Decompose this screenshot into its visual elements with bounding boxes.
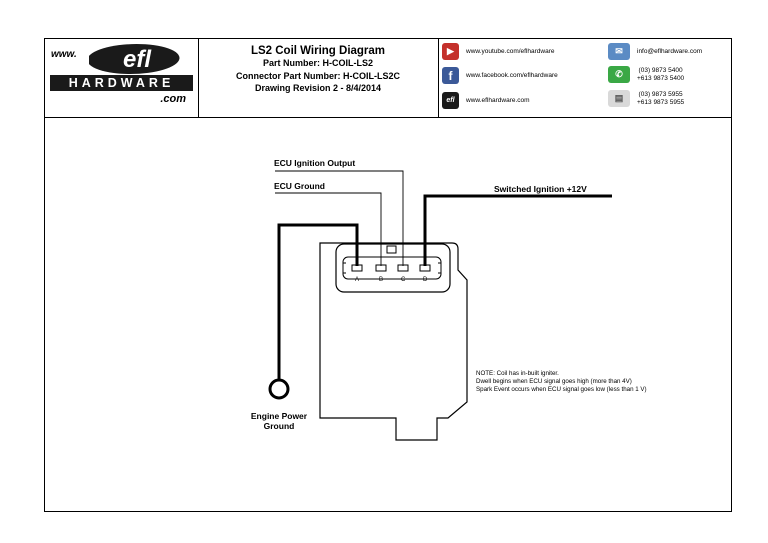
connector-part-number: Connector Part Number: H-COIL-LS2C <box>235 70 400 81</box>
wire-d-switched-ignition <box>423 194 612 266</box>
contact-cell: ▶ www.youtube.com/eflhardware f www.face… <box>438 39 731 117</box>
note-line-2: Dwell begins when ECU signal goes high (… <box>476 378 632 385</box>
note-line-1: NOTE: Coil has in-built igniter. <box>476 370 559 377</box>
phone-local: (03) 9873 5400 <box>638 66 683 74</box>
email-link[interactable]: info@eflhardware.com <box>637 48 703 55</box>
facebook-icon: f <box>442 67 459 84</box>
label-ecu-ignition-output: ECU Ignition Output <box>274 158 356 168</box>
youtube-icon: ▶ <box>442 43 459 60</box>
phone-row: ✆ (03) 9873 5400 +613 9873 5400 <box>608 66 684 83</box>
youtube-link[interactable]: www.youtube.com/eflhardware <box>466 48 555 55</box>
website-link[interactable]: www.eflhardware.com <box>466 97 530 104</box>
label-ecu-ground: ECU Ground <box>274 181 325 191</box>
pin-label-c: C <box>401 277 406 283</box>
logo-cell: www. efl HARDWARE .com <box>45 39 199 117</box>
connector-lock-tab <box>386 245 397 254</box>
efl-logo-mark: efl <box>89 44 180 74</box>
drawing-revision: Drawing Revision 2 - 8/4/2014 <box>254 83 382 93</box>
pin-label-b: B <box>379 277 384 283</box>
pin-label-d: D <box>423 277 428 283</box>
label-switched-ignition: Switched Ignition +12V <box>494 184 587 194</box>
youtube-row[interactable]: ▶ www.youtube.com/eflhardware <box>442 43 555 60</box>
logo-hardware-bar: HARDWARE <box>50 75 193 91</box>
pin-label-a: A <box>355 277 360 283</box>
facebook-link[interactable]: www.facebook.com/eflhardware <box>466 72 558 79</box>
note-line-3: Spark Event occurs when ECU signal goes … <box>476 386 647 393</box>
phone-intl: +613 9873 5400 <box>637 74 685 82</box>
fax-row: ▤ (03) 9873 5955 +613 9873 5955 <box>608 90 684 107</box>
logo-com-text: .com <box>160 93 186 105</box>
igniter-note: NOTE: Coil has in-built igniter. Dwell b… <box>476 370 647 394</box>
title-block: www. efl HARDWARE .com LS2 Coil Wiring D… <box>45 39 731 118</box>
label-engine-power-ground: Engine Power Ground <box>246 411 312 431</box>
email-icon: ✉ <box>608 43 630 60</box>
ground-ring-terminal <box>268 378 290 400</box>
fax-intl: +613 9873 5955 <box>637 98 685 106</box>
connector-housing <box>335 243 451 293</box>
email-row[interactable]: ✉ info@eflhardware.com <box>608 43 702 60</box>
drawing-frame: www. efl HARDWARE .com LS2 Coil Wiring D… <box>44 38 732 512</box>
connector-shroud <box>342 256 442 280</box>
wire-a-engine-ground <box>277 223 359 380</box>
title-cell: LS2 Coil Wiring Diagram Part Number: H-C… <box>198 39 439 117</box>
phone-icon: ✆ <box>608 66 630 83</box>
part-number: Part Number: H-COIL-LS2 <box>262 58 373 68</box>
coil-body <box>319 242 468 441</box>
facebook-row[interactable]: f www.facebook.com/eflhardware <box>442 67 558 84</box>
fax-local: (03) 9873 5955 <box>638 90 683 98</box>
label-ground: Ground <box>263 421 295 431</box>
efl-icon: efl <box>442 92 459 109</box>
diagram-title: LS2 Coil Wiring Diagram <box>250 45 386 57</box>
label-engine-power: Engine Power <box>250 411 308 421</box>
wire-c-ignition-output <box>275 170 404 266</box>
fax-icon: ▤ <box>608 90 630 107</box>
wire-b-ecu-ground <box>275 192 382 266</box>
website-row[interactable]: efl www.eflhardware.com <box>442 92 530 109</box>
logo-www-text: www. <box>51 49 77 60</box>
logo-brand-text: efl <box>123 46 152 73</box>
